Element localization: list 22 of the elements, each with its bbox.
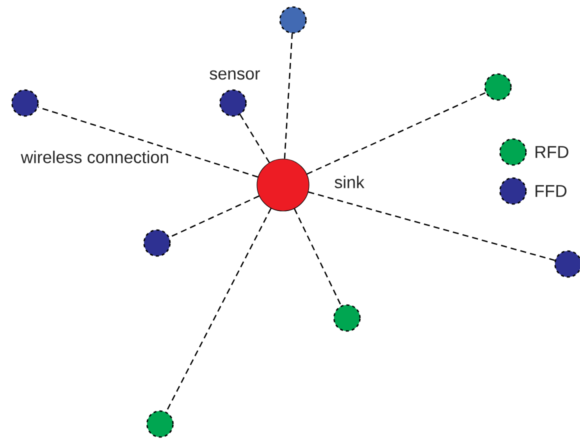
connection-line [284, 34, 293, 159]
node-label: sensor [210, 70, 260, 80]
connection-line [306, 92, 486, 175]
connection-line [166, 208, 272, 412]
sensor-node [146, 410, 174, 438]
sensor-node [484, 73, 512, 101]
legend-label: RFD [536, 146, 568, 158]
sensor-node [143, 229, 171, 257]
sensor-node [279, 6, 307, 34]
connection-line [240, 114, 270, 163]
connection-line [38, 106, 258, 178]
sensor-node [11, 89, 39, 117]
sensor-node [554, 250, 580, 278]
legend-label: FFD [536, 185, 566, 197]
edge-label: wireless connection [20, 150, 170, 164]
connection-line [308, 191, 556, 261]
sensor-node [256, 158, 310, 212]
connection-line [169, 195, 260, 238]
sensor-node [333, 304, 361, 332]
node-label: sink [334, 176, 364, 188]
sensor-node [219, 89, 247, 117]
connection-line [294, 208, 342, 306]
